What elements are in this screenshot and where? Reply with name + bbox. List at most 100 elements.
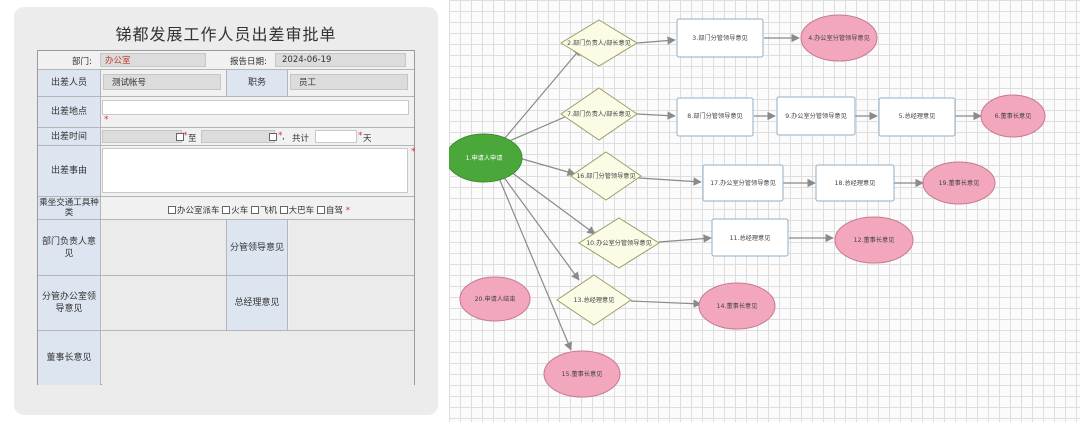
time-total-label: 共计: [292, 134, 310, 144]
node-10-label: 10.办公室分管领导意见: [586, 239, 652, 247]
node-16-label: 16.部门分管领导意见: [576, 172, 635, 180]
office-leader-opinion-label: 分管办公室领导意见: [38, 276, 101, 330]
node-6-end[interactable]: [980, 94, 1046, 138]
position-label: 职务: [226, 70, 288, 96]
node-1-start[interactable]: [449, 133, 523, 183]
checkbox-icon[interactable]: [279, 206, 288, 214]
node-18-label: 18.总经理意见: [835, 179, 876, 187]
report-date-value: 2024-06-19: [282, 55, 332, 65]
node-1-label: 1.申请人申请: [466, 154, 503, 162]
form-row-location: 出差地点 *: [38, 97, 414, 128]
position-value: 员工: [299, 78, 317, 88]
dept-head-opinion-area[interactable]: [102, 220, 226, 275]
form-row-traveler: 出差人员 测试帐号 职务 员工: [38, 70, 414, 97]
transport-option-car[interactable]: 办公室派车: [168, 206, 220, 216]
node-2-decision[interactable]: [560, 19, 638, 67]
edge-16-17: [638, 177, 702, 186]
transport-option-bus[interactable]: 大巴车: [279, 206, 314, 216]
leader-opinion-label: 分管领导意见: [226, 220, 288, 275]
node-15-label: 15.董事长意见: [562, 370, 603, 378]
transport-option-train[interactable]: 火车: [222, 206, 248, 216]
checkbox-icon[interactable]: [250, 206, 259, 214]
node-13-decision[interactable]: [556, 274, 632, 326]
reason-textarea[interactable]: [102, 148, 408, 193]
traveler-value: 测试帐号: [112, 78, 147, 88]
workflow-edges: [498, 33, 982, 351]
gm-opinion-area[interactable]: [289, 276, 414, 330]
edge-1-15: [498, 177, 572, 351]
workflow-svg: 1.申请人申请 2.部门负责人/部长意见 3.部门分管领导意见 4.办公室分管领…: [449, 14, 1046, 398]
workflow-diagram: 1.申请人申请 2.部门负责人/部长意见 3.部门分管领导意见 4.办公室分管领…: [449, 0, 1080, 422]
report-date-field[interactable]: 2024-06-19: [275, 53, 406, 67]
node-18-task[interactable]: [815, 164, 895, 202]
location-label: 出差地点: [38, 97, 101, 127]
transport-option-plane[interactable]: 飞机: [250, 206, 277, 216]
edge-2-3: [636, 36, 676, 45]
form-row-opinions-2: 分管办公室领导意见 总经理意见: [38, 276, 414, 331]
location-required-mark: *: [104, 115, 109, 125]
edge-1-16: [518, 157, 576, 176]
time-comma: ,: [282, 132, 285, 142]
node-17-task[interactable]: [702, 164, 784, 202]
gm-opinion-label: 总经理意见: [226, 276, 288, 330]
dept-label: 部门:: [72, 57, 92, 67]
edge-1-13: [502, 175, 580, 281]
leader-opinion-area[interactable]: [289, 220, 414, 275]
reason-label: 出差事由: [38, 146, 101, 196]
node-5-label: 5.总经理意见: [899, 112, 936, 120]
node-4-label: 4.办公室分管领导意见: [808, 34, 870, 42]
approval-form-table: 部门: 办公室 报告日期: 2024-06-19 出差人员 测试帐号 职务 员工…: [37, 50, 416, 385]
dept-value: 办公室: [105, 56, 131, 66]
node-7-label: 7.部门负责人/部长意见: [567, 110, 631, 118]
approval-form-panel: 锑都发展工作人员出差审批单 部门: 办公室 报告日期: 2024-06-19 出…: [14, 7, 438, 415]
node-17-label: 17.办公室分管领导意见: [710, 179, 776, 187]
node-3-task[interactable]: [676, 18, 764, 58]
dept-head-opinion-label: 部门负责人意见: [38, 220, 101, 275]
node-14-label: 14.董事长意见: [717, 302, 758, 310]
node-7-decision[interactable]: [560, 87, 638, 141]
node-9-task[interactable]: [776, 96, 856, 136]
office-leader-opinion-area[interactable]: [102, 276, 226, 330]
node-13-label: 13.总经理意见: [574, 296, 615, 304]
total-days-required-mark: *: [358, 131, 363, 141]
form-title: 锑都发展工作人员出差审批单: [115, 25, 337, 44]
node-8-task[interactable]: [676, 97, 754, 137]
transport-option-self-drive[interactable]: 自驾: [316, 206, 343, 216]
node-11-task[interactable]: [711, 218, 789, 257]
traveler-field[interactable]: 测试帐号: [103, 74, 221, 90]
node-20-label: 20.申请人结束: [475, 295, 516, 303]
start-date-required-mark: *: [183, 131, 188, 141]
location-input[interactable]: [102, 100, 409, 115]
form-row-time: 出差时间 * 至 * , 共计 * 天: [38, 128, 414, 146]
node-14-end[interactable]: [698, 282, 776, 330]
node-9-label: 9.办公室分管领导意见: [785, 112, 847, 120]
node-20-end[interactable]: [459, 276, 531, 322]
node-12-end[interactable]: [834, 216, 914, 264]
end-date-field[interactable]: [201, 130, 275, 143]
node-2-label: 2.部门负责人/部长意见: [567, 39, 631, 47]
node-15-end[interactable]: [543, 350, 621, 398]
start-date-field[interactable]: [102, 130, 182, 143]
report-date-label: 报告日期:: [230, 57, 267, 67]
node-11-label: 11.总经理意见: [730, 234, 771, 242]
node-8-label: 8.部门分管领导意见: [687, 112, 742, 120]
node-10-decision[interactable]: [578, 217, 660, 269]
dept-field[interactable]: 办公室: [100, 53, 206, 67]
end-date-calendar-icon[interactable]: [269, 133, 277, 141]
node-16-decision[interactable]: [570, 151, 642, 201]
chairman-opinion-area[interactable]: [102, 331, 414, 385]
time-unit-label: 天: [363, 134, 372, 144]
node-5-task[interactable]: [878, 97, 956, 137]
checkbox-icon[interactable]: [316, 206, 325, 214]
start-date-calendar-icon[interactable]: [176, 133, 184, 141]
form-row-transport: 乘坐交通工具种类 办公室派车 火车 飞机 大巴车 自驾 *: [38, 197, 414, 220]
checkbox-icon[interactable]: [168, 206, 176, 214]
node-19-end[interactable]: [922, 161, 996, 205]
checkbox-icon[interactable]: [222, 206, 231, 214]
total-days-input[interactable]: [315, 130, 357, 143]
node-19-label: 19.董事长意见: [939, 179, 980, 187]
time-to-label: 至: [188, 134, 197, 144]
node-4-end[interactable]: [800, 14, 878, 62]
position-field[interactable]: 员工: [290, 74, 408, 90]
node-6-label: 6.董事长意见: [995, 112, 1032, 120]
